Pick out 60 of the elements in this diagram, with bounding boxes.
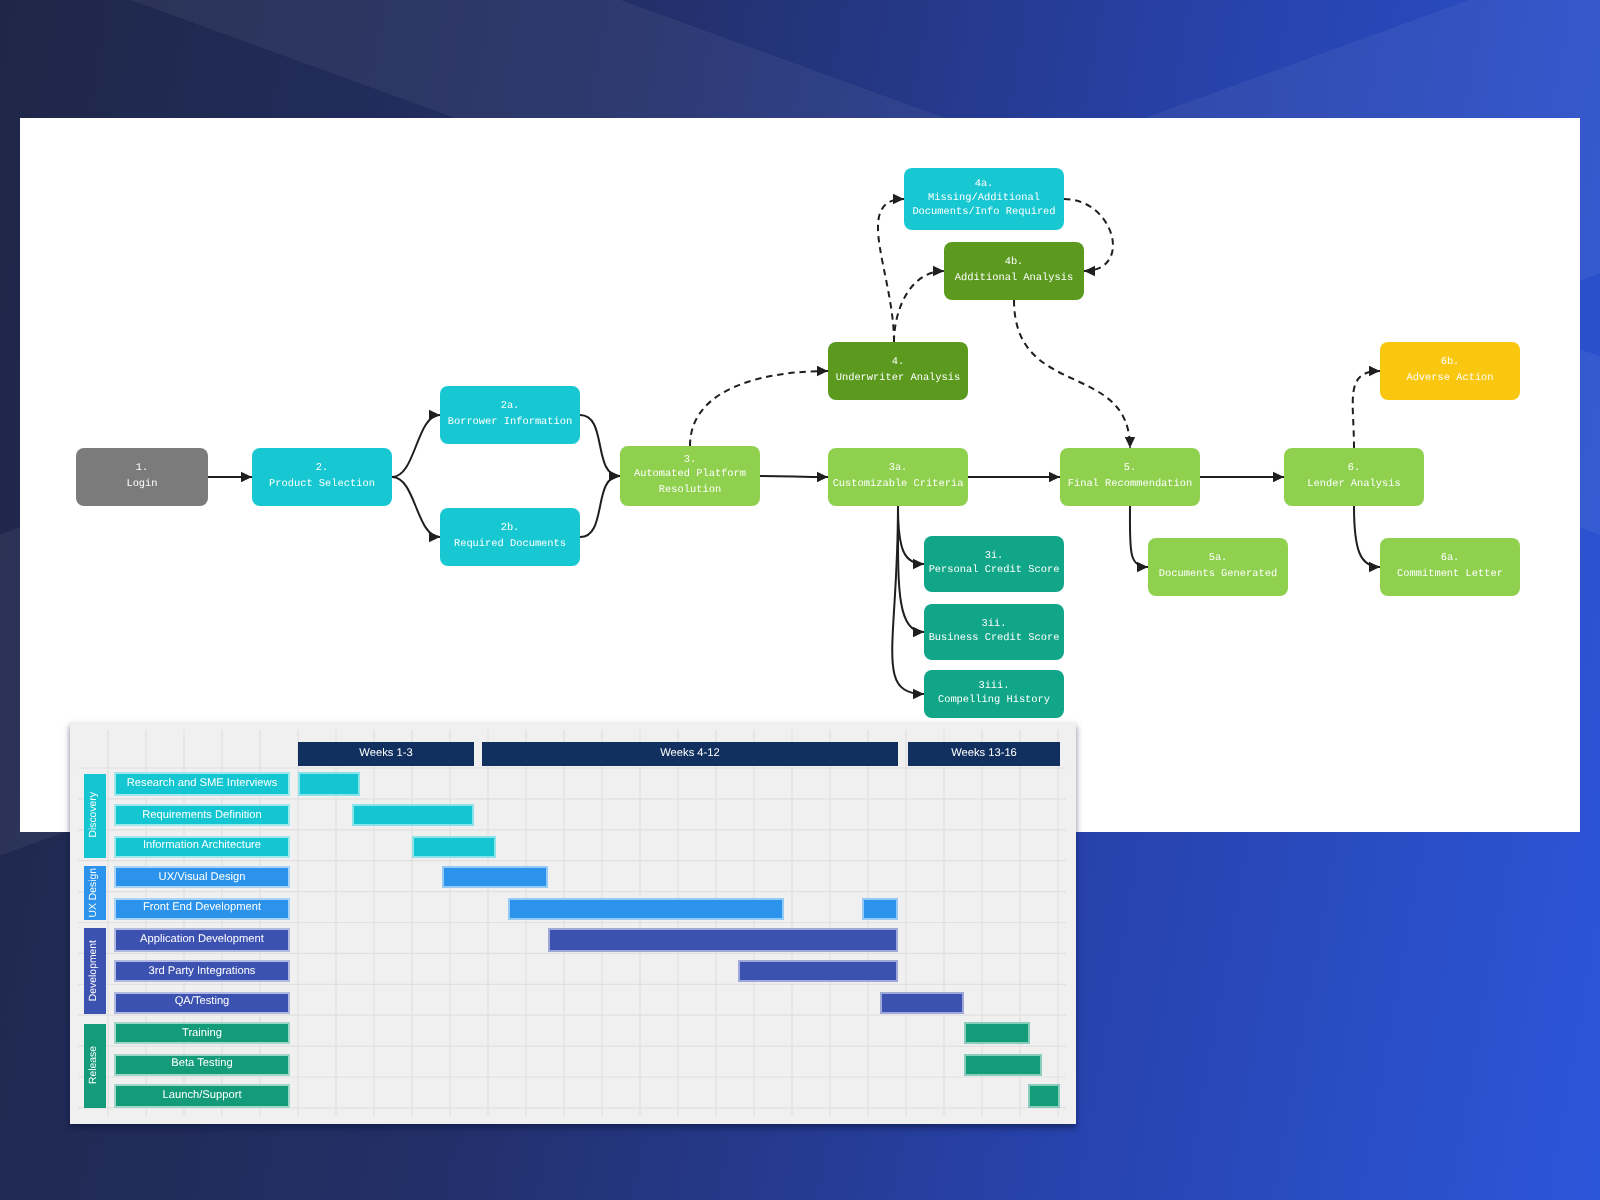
task-label-bar [114, 803, 290, 827]
arrow [1128, 505, 1149, 572]
gantt-bar [738, 959, 898, 983]
arrow [1199, 471, 1285, 483]
arrow [579, 473, 621, 538]
task-label-bar [114, 1022, 290, 1045]
dashed-arrow [1013, 299, 1134, 449]
dashed-arrow [893, 266, 945, 343]
gantt-bar [412, 835, 496, 858]
process-box [828, 342, 968, 400]
process-box [76, 448, 208, 506]
task-label-bar [114, 928, 290, 952]
process-box [944, 242, 1084, 300]
process-box [1380, 342, 1520, 400]
arrow [759, 471, 829, 483]
gantt-bar [548, 928, 898, 952]
gantt-bar [1028, 1084, 1060, 1108]
process-box [1380, 538, 1520, 596]
gantt-bar [298, 772, 360, 796]
dashed-arrow [1063, 198, 1114, 275]
task-label-bar [114, 897, 290, 921]
process-box [904, 168, 1064, 230]
process-box [1060, 448, 1200, 506]
process-box [924, 604, 1064, 660]
process-box [440, 386, 580, 444]
gantt-bar [964, 1022, 1030, 1045]
arrow [391, 476, 441, 540]
phase-band [83, 866, 106, 920]
process-box [924, 536, 1064, 592]
process-box [828, 448, 968, 506]
task-label-bar [114, 1084, 290, 1108]
process-box [620, 446, 760, 506]
arrow [891, 505, 925, 699]
gantt-bar [442, 866, 548, 889]
week-header-bar [908, 742, 1060, 765]
task-label-bar [114, 959, 290, 983]
process-box [440, 508, 580, 566]
arrow [967, 471, 1061, 483]
process-box [924, 670, 1064, 718]
task-label-bar [114, 835, 290, 858]
arrow [391, 412, 441, 478]
arrow [207, 471, 253, 483]
gantt-bar [880, 991, 964, 1014]
dashed-arrow [689, 366, 829, 447]
process-box [252, 448, 392, 506]
week-header-bar [298, 742, 474, 765]
task-label-bar [114, 772, 290, 796]
gantt-bar [964, 1053, 1042, 1077]
task-label-bar [114, 866, 290, 889]
week-header-bar [482, 742, 898, 765]
task-label-bar [114, 1053, 290, 1077]
phase-band [83, 928, 106, 1014]
gantt-bar [352, 803, 474, 827]
task-label-bar [114, 991, 290, 1014]
arrow [1353, 505, 1381, 572]
dashed-arrow [1351, 366, 1381, 449]
gantt-bar [508, 897, 784, 921]
gantt-bar [862, 897, 898, 921]
process-box [1148, 538, 1288, 596]
process-box [1284, 448, 1424, 506]
